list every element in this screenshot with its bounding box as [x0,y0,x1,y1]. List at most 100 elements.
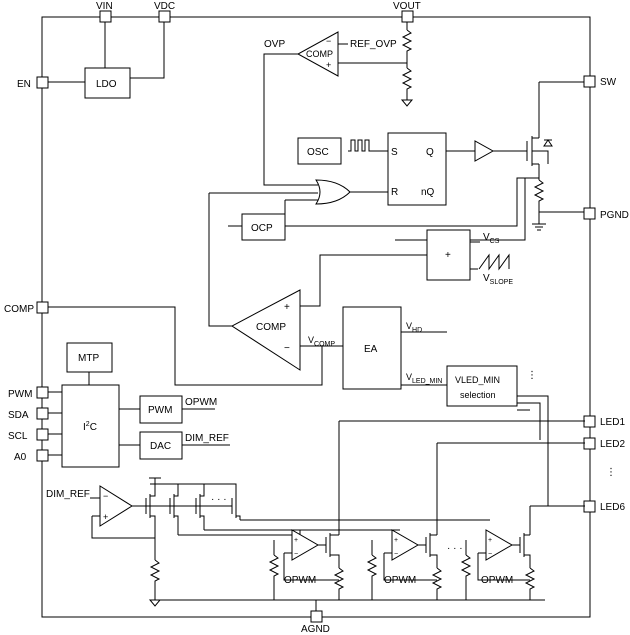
led2-pin [583,437,596,450]
slope-section: + VCS VSLOPE [300,229,513,307]
current-sink-section: DIM_REF − + · · · + − OPWM + − [46,477,545,607]
ch3-minus: − [488,551,492,558]
sda-pin-label: SDA [8,410,29,421]
vout-label: VOUT [393,1,421,12]
vcomp-label: VCOMP [308,335,335,348]
ground-icon [400,99,414,107]
channel3-opamp [485,529,514,561]
ea-block [342,306,402,390]
sr-latch [387,132,447,206]
ch1-resistor-a [268,554,280,585]
latch-nq: nQ [421,187,435,198]
comp-pin-label: COMP [4,304,34,315]
pgnd-ground-icon [532,223,546,231]
sw-pin [583,75,596,88]
sw-label: SW [600,77,617,88]
ovp-label: OVP [264,39,285,50]
i2c-block [61,384,120,468]
led2-label: LED2 [600,439,625,450]
vcs-label: VCS [483,232,500,245]
comp-ea-section: COMP + − VCOMP EA VHD VLED_MIN COMP [4,193,447,390]
pgnd-pin [583,207,596,220]
main-comp-plus: + [284,302,290,313]
main-comp-minus: − [284,343,290,354]
vled-dots: ⋮ [527,370,537,381]
digital-section: MTP I2C PWM SDA SCL A0 PWM OPWM DAC DIM_… [8,342,230,468]
led6-pin [583,500,596,513]
ch3-resistor-a [460,554,472,585]
latch-s: S [391,147,398,158]
opwm-3-label: OPWM [481,575,513,586]
a0-pin-label: A0 [14,452,27,463]
ch3-resistor-b [524,567,536,595]
dim-opamp-plus: + [103,512,108,522]
channel2-opamp [391,529,420,561]
opwm-1-label: OPWM [284,575,316,586]
ovp-comparator [296,31,339,77]
ldo-section: VIN VDC LDO EN [17,1,175,99]
pgnd-label: PGND [600,210,629,221]
ovp-plus: + [326,60,331,70]
vled-min-section: VLED_MIN selection ⋮ [446,365,549,440]
osc-block [297,137,342,165]
scl-pin-label: SCL [8,431,28,442]
sense-resistor [533,179,545,212]
mtp-label: MTP [78,353,99,364]
body-diode-icon [543,139,553,147]
sawtooth-icon [478,253,510,271]
ch2-plus: + [394,537,398,544]
ocp-label: OCP [251,223,273,234]
dim-resistor [149,559,161,592]
channel3-transistor [519,533,531,568]
latch-r: R [391,187,398,198]
i2c-label: I2C [83,421,97,433]
latch-q: Q [426,147,434,158]
ldo-block [84,67,131,99]
gate-driver-buffer [474,140,495,162]
led-pin-dots: ⋮ [606,467,616,478]
agnd-label: AGND [301,624,330,635]
dim-opamp-minus: − [103,491,108,501]
ldo-label: LDO [96,79,117,90]
ovp-section: VOUT COMP − + REF_OVP OVP [263,1,421,186]
vhd-label: VHD [406,321,422,334]
en-label: EN [17,79,31,90]
dac-block [139,431,183,460]
mirror-transistor-2 [169,484,179,535]
vin-pin [99,10,112,23]
ovp-comp-label: COMP [306,49,333,59]
ch2-resistor-a [366,554,378,585]
pwm-pin [36,386,49,399]
vdc-pin [158,10,171,23]
dim-opamp [99,485,133,527]
clock-icon [348,139,372,152]
vled-min-label-2: selection [460,390,496,400]
ref-ovp-label: REF_OVP [350,39,397,50]
vin-label: VIN [96,1,113,12]
channel-dots: · · · [447,543,463,554]
main-comp-label: COMP [256,322,286,333]
ch1-plus: + [294,537,298,544]
summer-block [426,229,471,281]
power-mosfet [526,130,549,172]
ch2-minus: − [394,551,398,558]
pwm-pin-label: PWM [8,389,32,400]
mtp-block [66,342,113,373]
ch1-resistor-b [333,567,345,595]
ocp-block [241,213,286,241]
pwm-block-label: PWM [148,405,172,416]
channel1-transistor [325,533,340,568]
opwm-2-label: OPWM [384,575,416,586]
osc-label: OSC [307,147,329,158]
agnd-section: AGND [301,600,330,635]
or-gate [315,179,351,205]
scl-pin [36,428,49,441]
mirror-transistor-3 [195,484,205,530]
sda-pin [36,407,49,420]
vled-min-label-1: VLED_MIN [455,375,500,385]
dac-block-label: DAC [150,441,171,452]
chip-outline [41,16,591,618]
agnd-pin [310,610,323,623]
agnd-ground-icon [148,592,162,607]
